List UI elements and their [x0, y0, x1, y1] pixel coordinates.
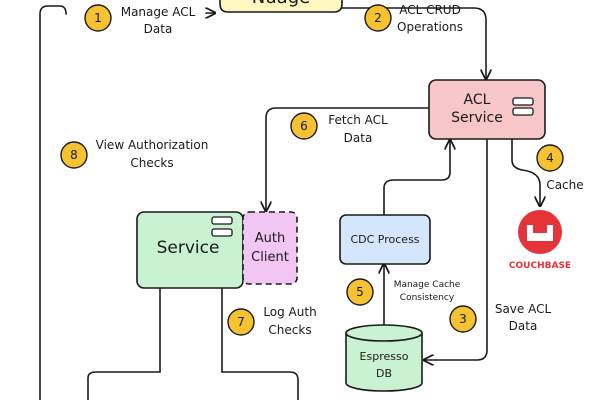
- step-3-badge: [449, 305, 477, 333]
- step-8-number: 8: [70, 148, 78, 162]
- espresso-db-node: Espresso DB: [345, 324, 423, 392]
- step-8: 8 View Authorization Checks: [60, 138, 209, 170]
- service-label: Service: [157, 238, 220, 258]
- espresso-db-cylinder: [345, 333, 423, 392]
- espresso-db-label-line2: DB: [376, 367, 392, 380]
- step-2-badge: [364, 4, 392, 32]
- espresso-db-top: [345, 324, 423, 342]
- step-5-badge: [346, 278, 374, 306]
- server-icon: [512, 97, 534, 116]
- step-3-label-line2: Data: [509, 319, 538, 333]
- couchbase-logo-icon: [518, 210, 562, 254]
- step-7-number: 7: [237, 315, 245, 329]
- couchbase-node: COUCHBASE: [509, 210, 571, 271]
- step-5-label-line1: Manage Cache: [394, 280, 461, 290]
- auth-client-box: [242, 211, 298, 285]
- step-5: 5 Manage Cache Consistency: [346, 278, 461, 306]
- step-5-label-line2: Consistency: [400, 293, 455, 303]
- step-2-label-line2: Operations: [397, 20, 463, 34]
- acl-service-node: ACL Service: [428, 79, 546, 140]
- acl-service-box: [428, 79, 546, 140]
- cdc-process-box: [339, 214, 431, 265]
- step-1-number: 1: [94, 11, 102, 25]
- step-1-label-line2: Data: [144, 22, 173, 36]
- step-6-badge: [290, 112, 318, 140]
- auth-client-label-line2: Client: [251, 250, 289, 265]
- nuage-label: Nuage: [252, 0, 310, 8]
- step-2-label-line1: ACL CRUD: [399, 3, 461, 17]
- step-3: 3 Save ACL Data: [449, 302, 552, 333]
- step-2-number: 2: [374, 11, 382, 25]
- step-6: 6 Fetch ACL Data: [290, 112, 388, 145]
- nuage-box: [219, 0, 343, 13]
- step-4-number: 4: [546, 151, 554, 165]
- couchbase-logo-mark: [527, 225, 553, 241]
- edge-nuage-to-acl-service: [341, 7, 486, 78]
- step-4-badge: [536, 144, 564, 172]
- step-1-badge: [84, 4, 112, 32]
- step-3-label-line1: Save ACL: [495, 302, 552, 316]
- auth-client-label-line1: Auth: [255, 231, 285, 246]
- step-1-label-line1: Manage ACL: [121, 5, 196, 19]
- step-4-label: Cache: [546, 178, 583, 192]
- step-4: 4 Cache: [536, 144, 584, 192]
- server-icon: [211, 216, 233, 237]
- step-7: 7 Log Auth Checks: [227, 305, 317, 337]
- nuage-node: Nuage: [219, 0, 343, 13]
- acl-service-label-line2: Service: [451, 110, 503, 126]
- edge-acl-service-to-cache: [511, 139, 540, 205]
- step-5-number: 5: [356, 285, 364, 299]
- step-1: 1 Manage ACL Data: [84, 4, 196, 36]
- acl-service-label-line1: ACL: [464, 92, 491, 108]
- step-6-number: 6: [300, 119, 308, 133]
- edge-bottom-box: [87, 371, 299, 400]
- step-8-badge: [60, 141, 88, 169]
- step-2: 2 ACL CRUD Operations: [364, 3, 463, 34]
- espresso-db-label-line1: Espresso: [360, 350, 409, 363]
- step-3-number: 3: [459, 312, 467, 326]
- auth-client-node: Auth Client: [242, 211, 298, 285]
- step-7-label-line1: Log Auth: [263, 305, 316, 319]
- step-6-label-line1: Fetch ACL: [328, 113, 388, 127]
- edge-acl-service-to-auth-client: [266, 107, 429, 210]
- step-7-badge: [227, 308, 255, 336]
- step-8-label-line1: View Authorization: [96, 138, 209, 152]
- edge-acl-service-to-espresso: [425, 139, 488, 360]
- cdc-process-node: CDC Process: [339, 214, 431, 265]
- cdc-process-label: CDC Process: [350, 233, 419, 246]
- couchbase-label: COUCHBASE: [509, 261, 571, 271]
- service-node: Service: [136, 211, 244, 289]
- step-8-label-line2: Checks: [130, 156, 173, 170]
- step-7-label-line2: Checks: [268, 323, 311, 337]
- step-6-label-line2: Data: [344, 131, 373, 145]
- edge-left-frame: [39, 5, 67, 400]
- edge-cdc-to-acl-service: [383, 141, 450, 215]
